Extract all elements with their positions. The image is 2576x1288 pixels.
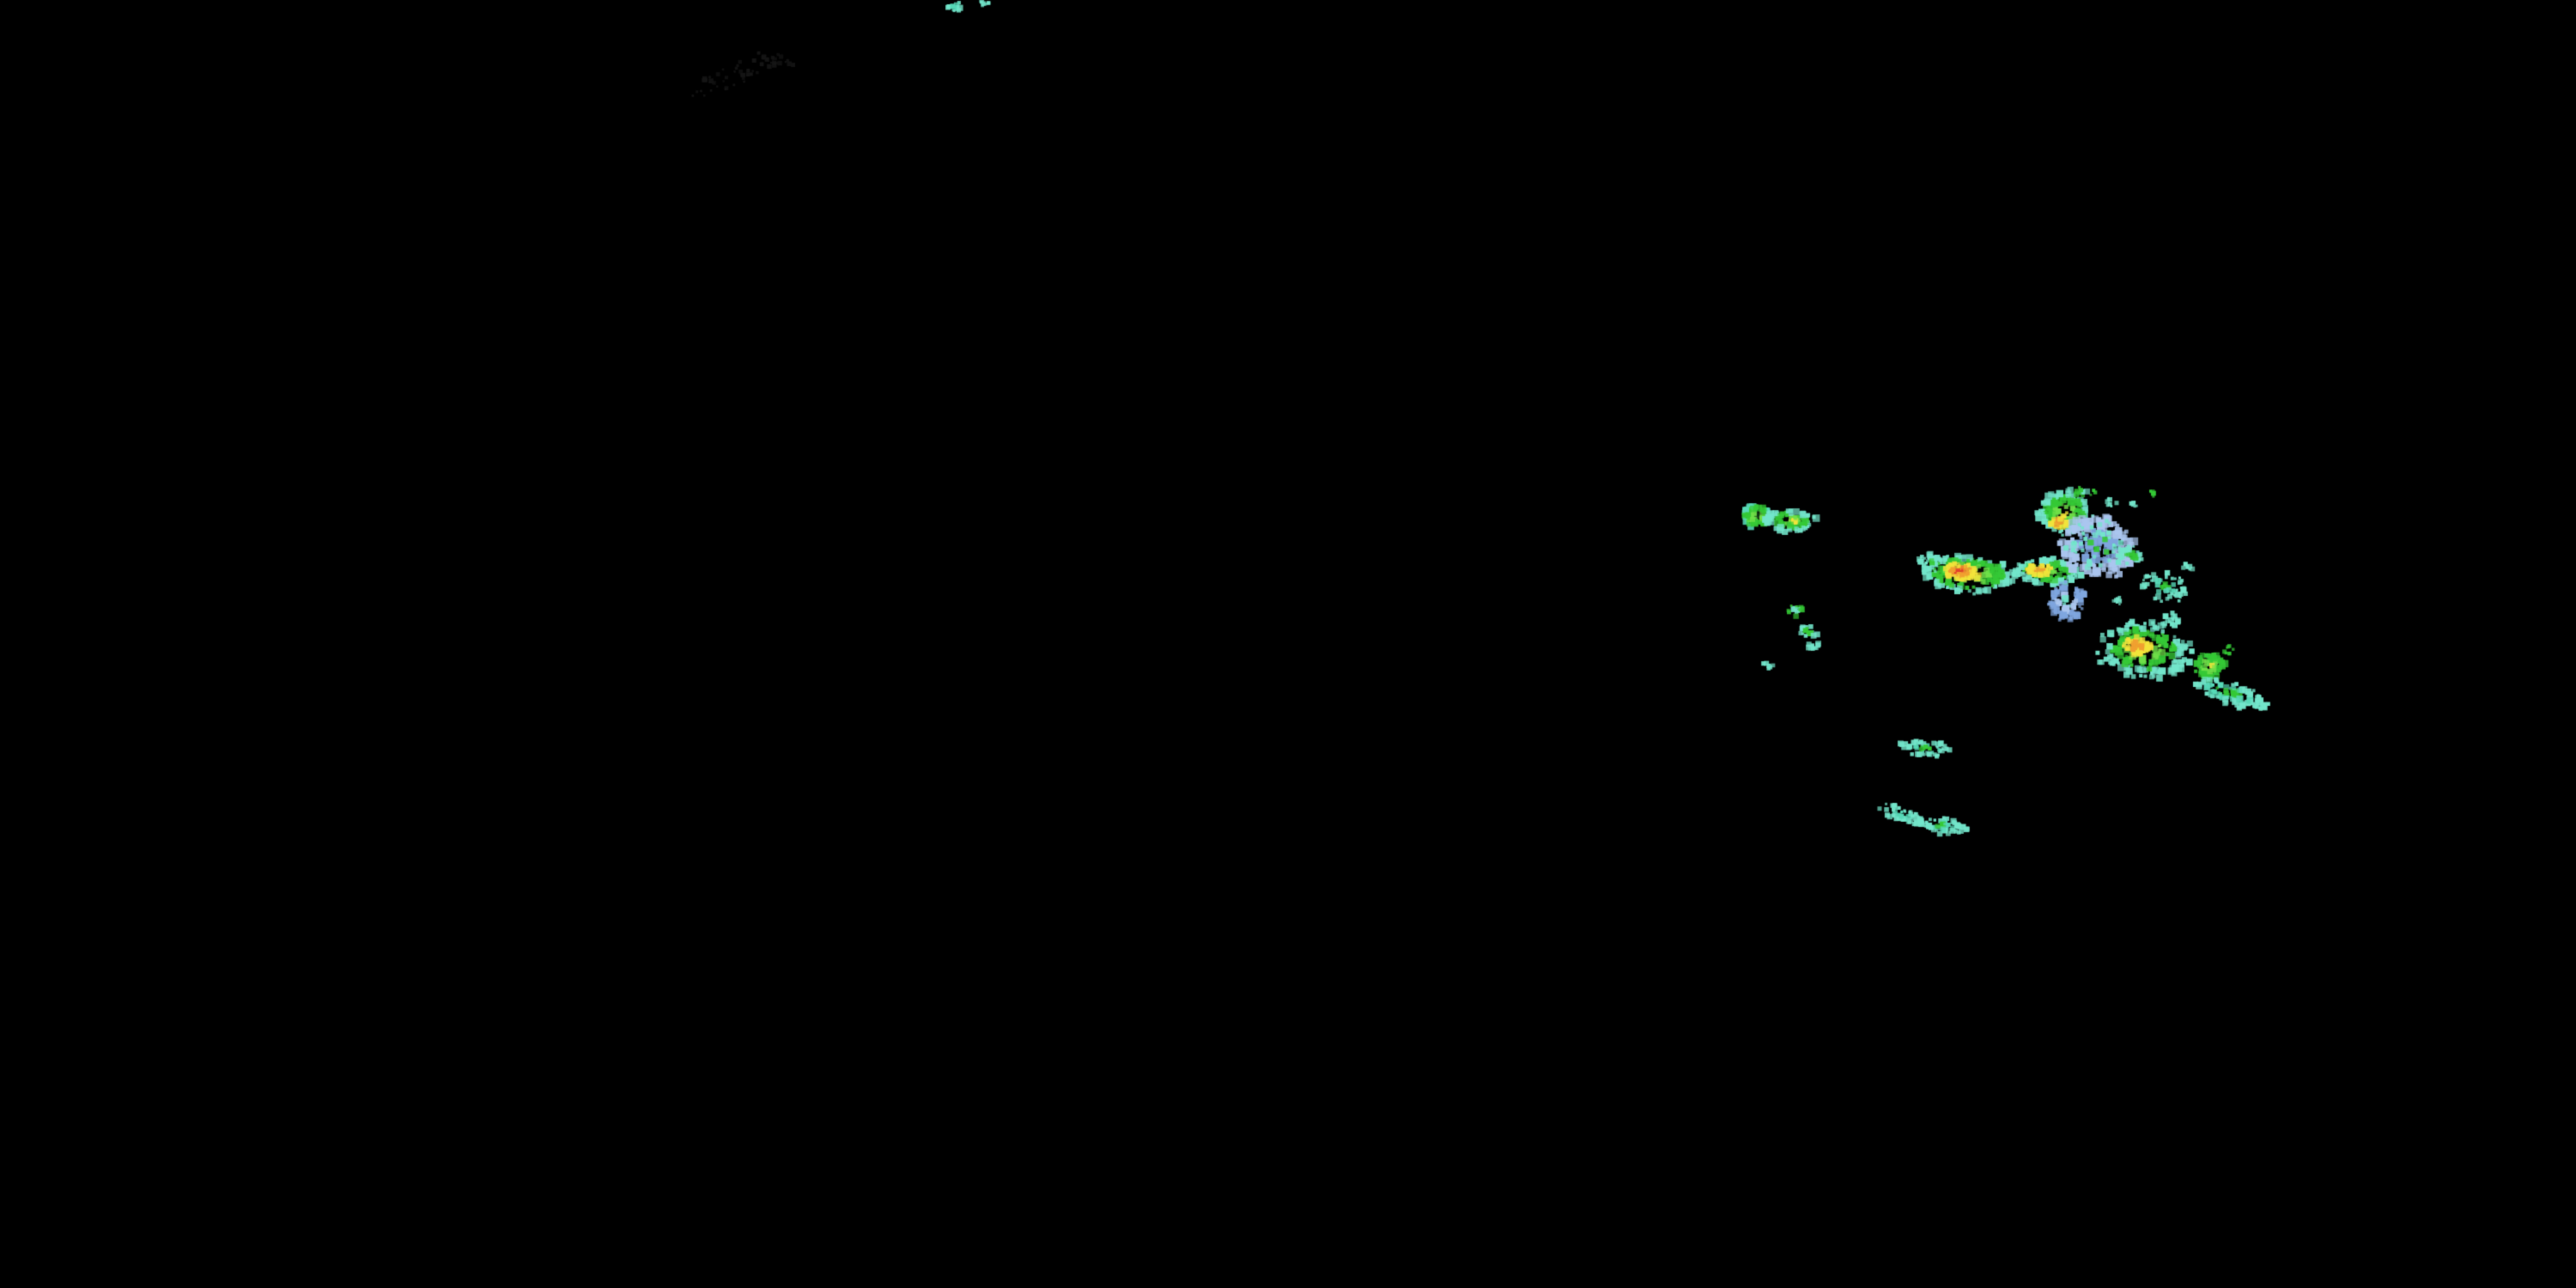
radar-echoes-canvas <box>0 0 2576 1288</box>
radar-map <box>0 0 2576 1288</box>
